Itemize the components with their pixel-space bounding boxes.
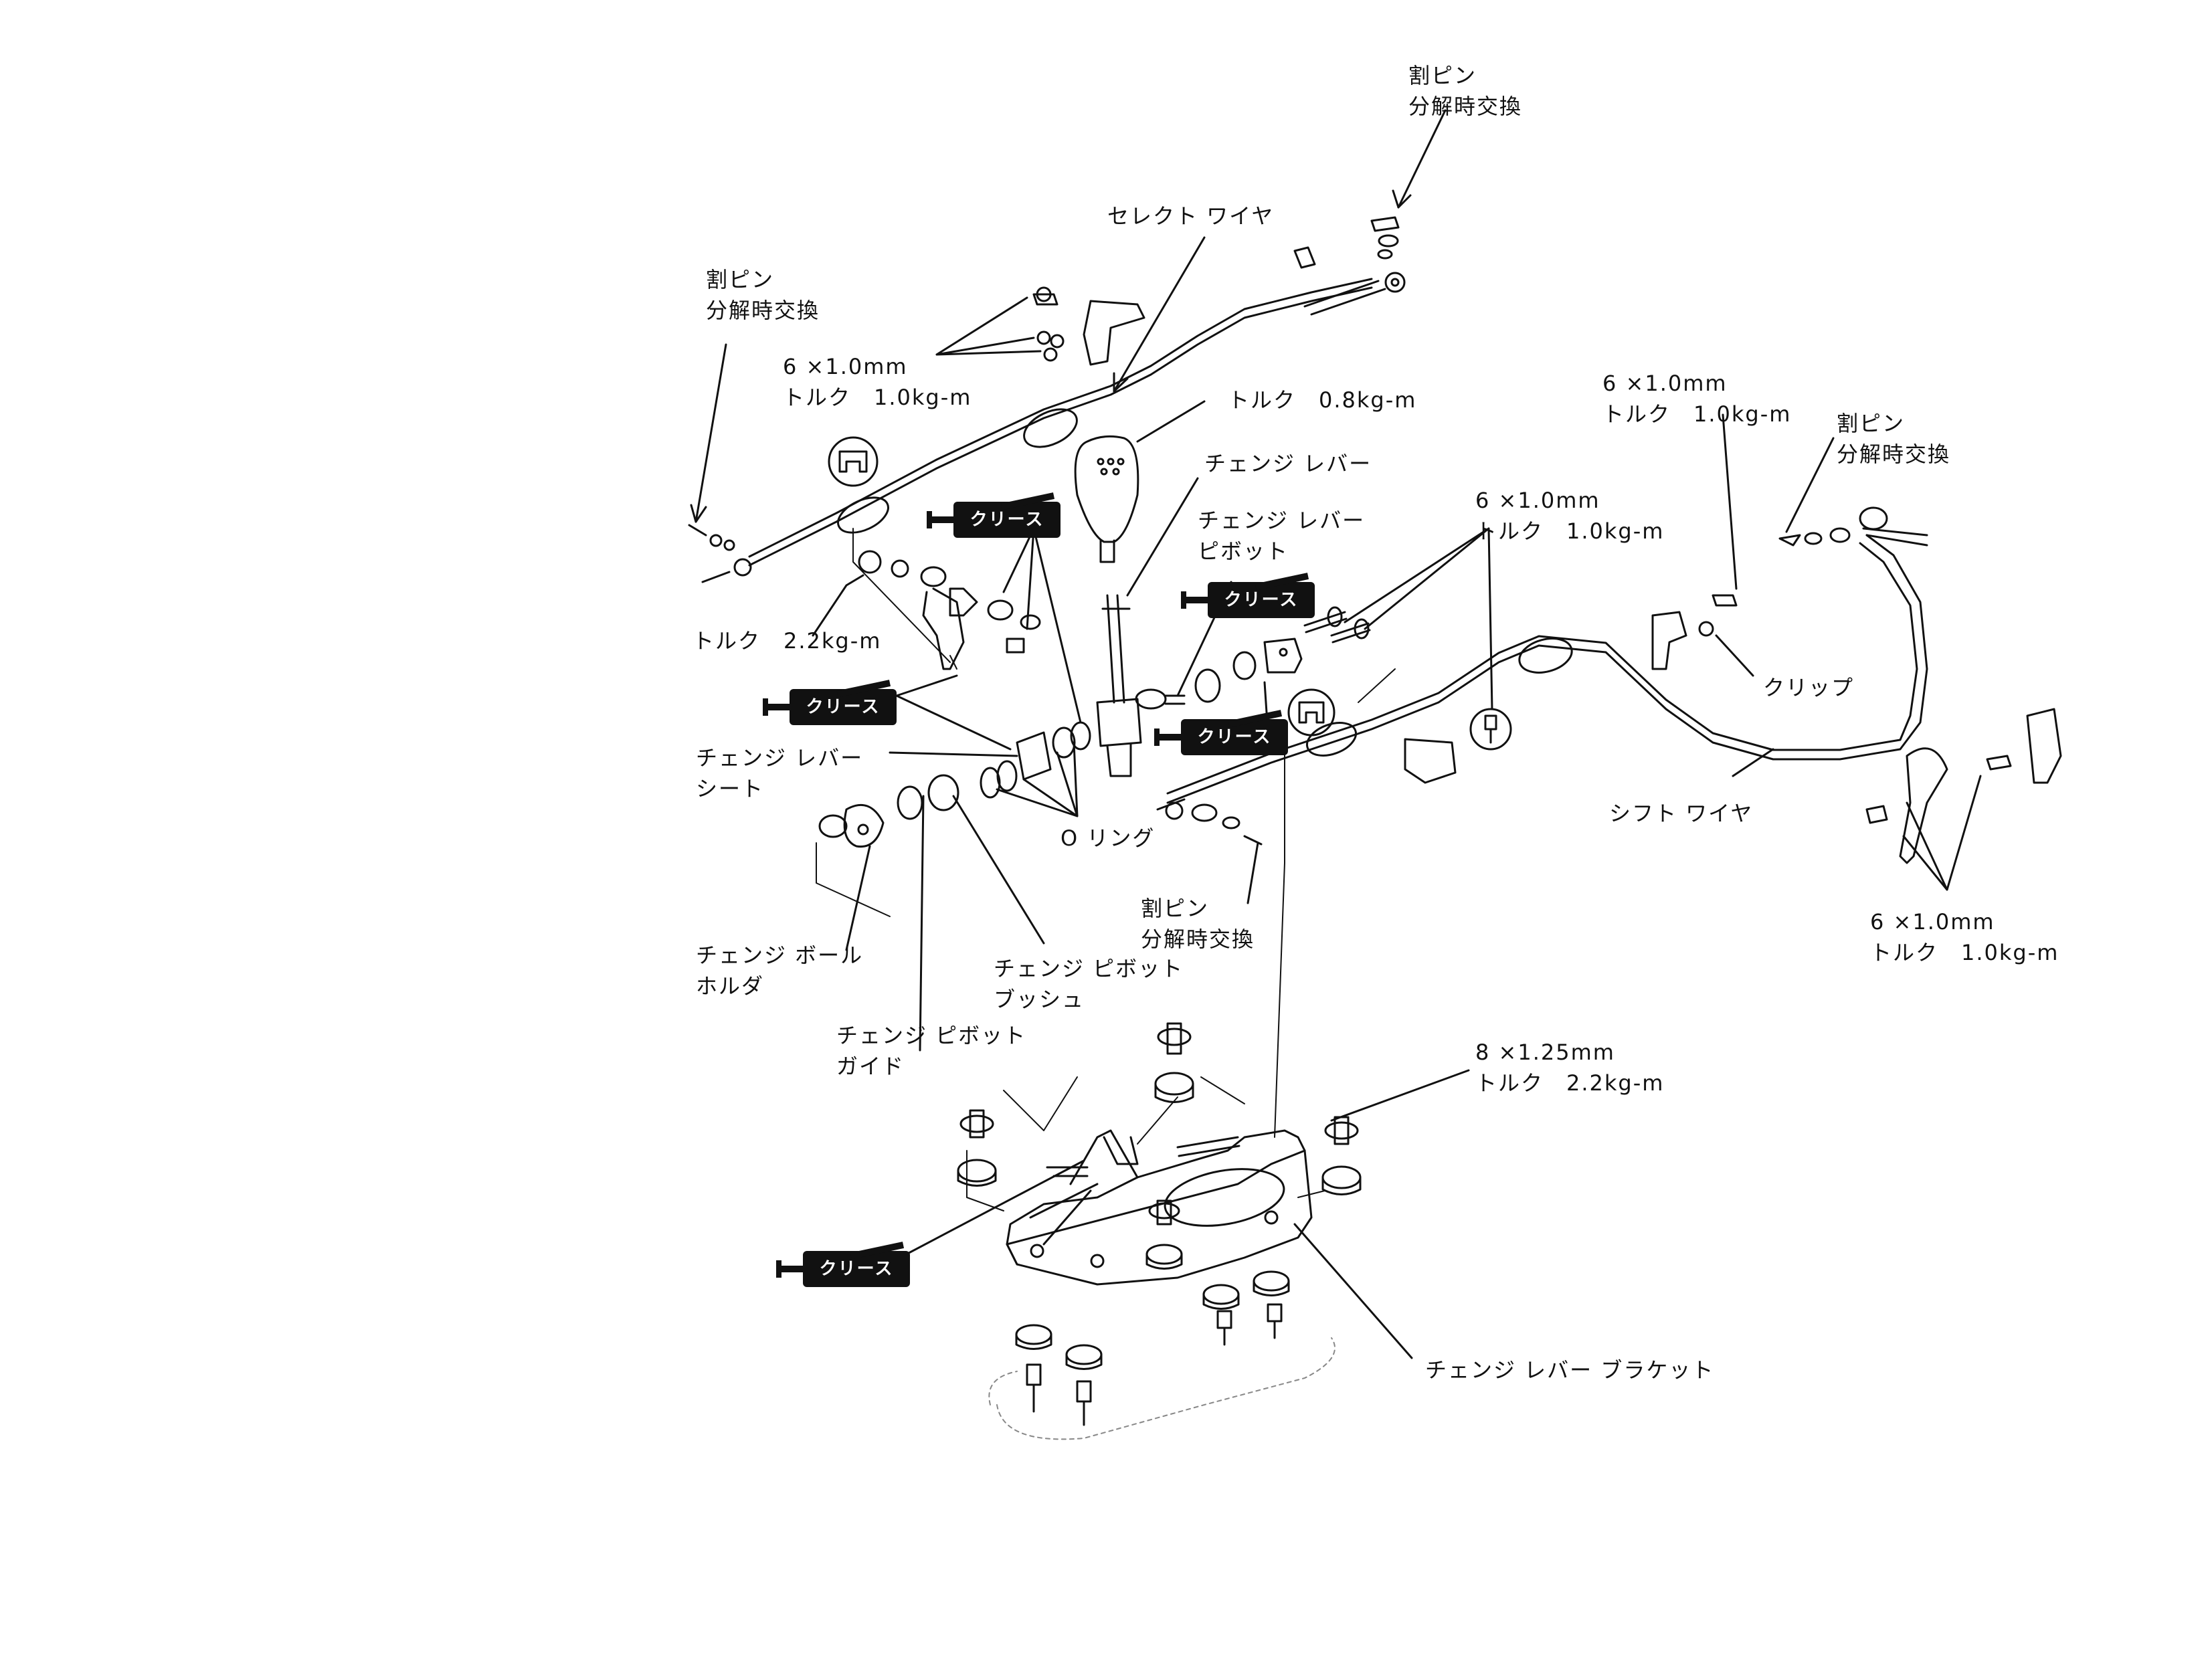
label-torque-2-2: トルク 2.2kg-m [693, 628, 882, 654]
floor-outline [988, 1337, 1335, 1440]
label-change-lever-bracket: チェンジ レバー ブラケット [1425, 1357, 1715, 1383]
grease-callout-5: クリース [776, 1242, 910, 1287]
label-bolt-6x1-right-bottom: 6 ×1.0mm トルク 1.0kg-m [1870, 909, 2059, 965]
label-bolt-6x1-right-top: 6 ×1.0mm トルク 1.0kg-m [1602, 371, 1792, 427]
label-shift-wire: シフト ワイヤ [1609, 801, 1754, 826]
label-clip: クリップ [1763, 675, 1855, 700]
leader-lines [690, 109, 1982, 1359]
far-right-lever-parts [1865, 708, 2062, 864]
grease-text: クリース [1224, 590, 1299, 610]
grease-callout-4: クリース [1154, 710, 1288, 755]
grease-callout-1: クリース [927, 492, 1061, 538]
label-cotter-pin-left: 割ピン 分解時交換 [706, 267, 820, 323]
guide-lines [816, 528, 1396, 1211]
label-change-pivot-guide: チェンジ ピボット ガイド [836, 1023, 1027, 1079]
label-bolt-6x1-center: 6 ×1.0mm トルク 1.0kg-m [1475, 488, 1665, 544]
pivot-parts-center [1135, 606, 1371, 710]
circled-bolt-center-right [1404, 708, 1512, 784]
label-change-ball-holder: チェンジ ボール ホルダ [696, 943, 864, 999]
change-lever-bracket [1006, 1129, 1313, 1286]
change-lever-rod [1096, 594, 1142, 777]
label-cotter-pin-center: 割ピン 分解時交換 [1141, 896, 1255, 952]
label-bolt-8x1-25: 8 ×1.25mm トルク 2.2kg-m [1475, 1040, 1665, 1096]
grease-text: クリース [970, 510, 1044, 530]
grease-text: クリース [1197, 727, 1272, 747]
select-wire [701, 272, 1406, 583]
pivot-parts-left [858, 550, 1041, 670]
label-torque-0-8: トルク 0.8kg-m [1228, 387, 1417, 413]
shift-knob [1074, 435, 1139, 563]
label-change-lever-seat: チェンジ レバー シート [696, 745, 864, 801]
cotter-pin-center-part [1191, 803, 1263, 846]
cotter-pin-left-part [688, 524, 735, 551]
grease-callout-2: クリース [763, 680, 897, 725]
shift-wire [1156, 506, 1928, 820]
circled-clip-center [1287, 688, 1335, 737]
cotter-pin-top-part [1293, 216, 1400, 269]
grease-callout-3: クリース [1181, 573, 1315, 618]
select-wire-bracket [1032, 286, 1145, 366]
circled-clip-left [828, 436, 879, 487]
label-change-lever: チェンジ レバー [1204, 451, 1372, 476]
label-change-lever-pivot: チェンジ レバー ピボット [1198, 508, 1366, 564]
label-o-ring: O リング [1061, 825, 1156, 851]
shift-wire-bracket-right [1651, 527, 1851, 670]
grease-text: クリース [806, 697, 881, 717]
label-change-pivot-bush: チェンジ ピボット ブッシュ [994, 956, 1184, 1012]
label-cotter-pin-right: 割ピン 分解時交換 [1837, 411, 1951, 467]
mounting-bushes [957, 1022, 1362, 1426]
grease-text: クリース [819, 1259, 894, 1279]
label-select-wire: セレクト ワイヤ [1107, 203, 1275, 229]
label-bolt-6x1-left: 6 ×1.0mm トルク 1.0kg-m [783, 354, 972, 410]
label-cotter-pin-top: 割ピン 分解時交換 [1408, 63, 1523, 119]
